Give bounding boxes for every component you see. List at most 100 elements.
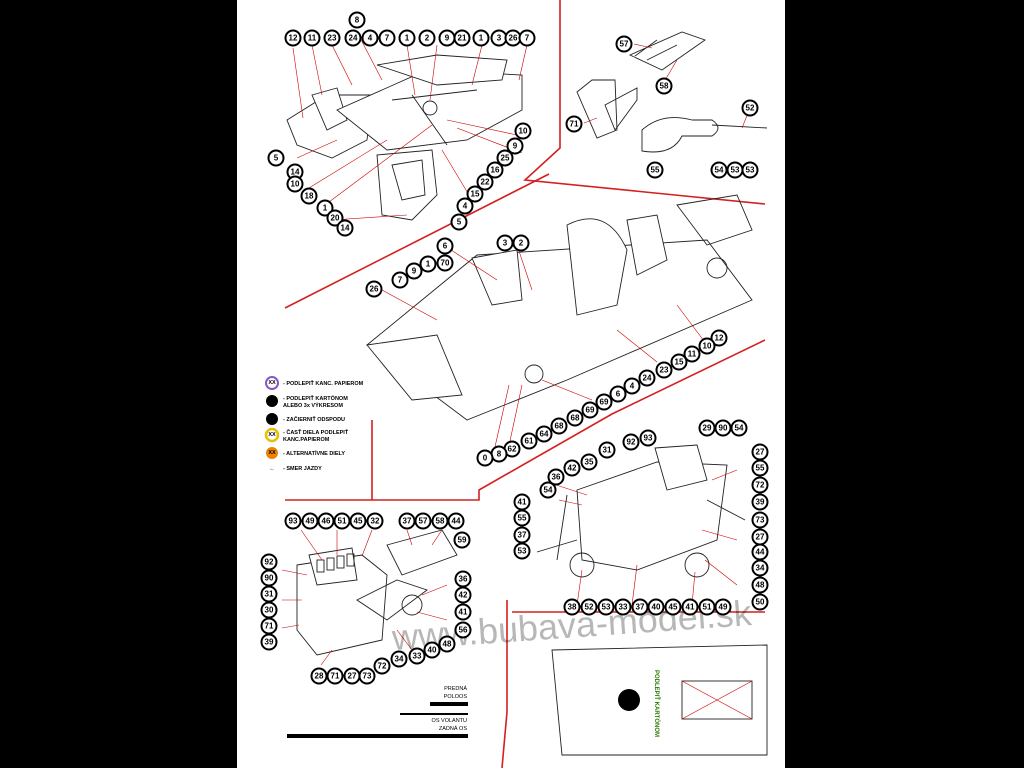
- callout-number: 54: [544, 486, 553, 495]
- callout-number: 57: [419, 517, 428, 526]
- part-callout-middle: 10: [698, 337, 716, 355]
- part-callout-middle: 68: [550, 417, 568, 435]
- divider-top: [523, 0, 766, 205]
- callout-number: 21: [458, 34, 467, 43]
- callout-number: 16: [491, 166, 500, 175]
- legend: XX - PODLEPIŤ KANC. PAPIEROM - PODLEPIŤ …: [264, 376, 364, 472]
- callout-number: 58: [660, 82, 669, 91]
- callout-number: 52: [585, 603, 594, 612]
- ruler-zadna-os: [287, 734, 468, 738]
- part-callout-bottom-right: 39: [751, 493, 769, 511]
- part-callout-bottom-left: 31: [260, 585, 278, 603]
- black-dot: [618, 689, 640, 711]
- callout-number: 1: [479, 34, 484, 43]
- part-callout-top-left: 1: [316, 199, 334, 217]
- part-callout-top-left: 2: [418, 29, 436, 47]
- callout-number: 42: [459, 591, 468, 600]
- part-callout-bottom-right: 55: [513, 509, 531, 527]
- part-callout-bottom-right: 37: [513, 526, 531, 544]
- callout-circle: [615, 35, 633, 53]
- callout-number: 41: [686, 603, 695, 612]
- legend-text: ALEBO 3x VÝKRESOM: [283, 402, 343, 409]
- part-callout-top-left: 5: [450, 213, 468, 231]
- part-callout-bottom-right: 31: [598, 441, 616, 459]
- part-callout-middle: 9: [405, 262, 423, 280]
- panel-label: PODLEPIŤ KARTÓNOM: [653, 670, 661, 737]
- part-callout-middle: 69: [581, 401, 599, 419]
- callout-number: 36: [552, 473, 561, 482]
- part-callout-bottom-left: 42: [454, 586, 472, 604]
- callout-number: 55: [651, 166, 660, 175]
- callout-number: 25: [501, 154, 510, 163]
- cutout-rectangle: [681, 680, 753, 720]
- callout-circle: [423, 641, 441, 659]
- part-callout-middle: 69: [595, 393, 613, 411]
- part-callout-bottom-left: 33: [408, 647, 426, 665]
- front-cowl: [376, 54, 508, 86]
- part-callout-top-left: 12: [284, 29, 302, 47]
- callout-circle: [310, 667, 328, 685]
- callout-number: 69: [586, 406, 595, 415]
- callout-number: 37: [518, 531, 527, 540]
- part-callout-bottom-left: 92: [260, 553, 278, 571]
- part-callout-top-left: 3: [490, 29, 508, 47]
- part-callout-top-left: 10: [514, 122, 532, 140]
- callout-circle: [751, 476, 769, 494]
- part-callout-bottom-right: 93: [639, 429, 657, 447]
- part-callout-bottom-right: 37: [631, 598, 649, 616]
- callout-number: 93: [644, 434, 653, 443]
- legend-row-4: XX - ALTERNATÍVNE DIELY: [266, 447, 345, 459]
- part-callout-top-left: 7: [518, 29, 536, 47]
- driver-seat: [566, 218, 628, 316]
- part-callout-bottom-left: 27: [343, 667, 361, 685]
- legend-row-2: - ZAČIERNIŤ ODSPODU: [266, 413, 345, 425]
- callout-number: 15: [675, 358, 684, 367]
- callout-number: 10: [291, 180, 300, 189]
- callout-circle: [514, 122, 532, 140]
- callout-circle: [639, 429, 657, 447]
- divider-diagonal-top: [284, 173, 550, 309]
- front-hub: [524, 364, 544, 384]
- callout-number: 54: [715, 166, 724, 175]
- part-callout-middle: 6: [436, 237, 454, 255]
- part-callout-middle: 23: [655, 361, 673, 379]
- callout-circle: [398, 29, 416, 47]
- legend-marker-black: [266, 413, 278, 425]
- legend-marker-orange: [266, 447, 278, 459]
- callout-number: 27: [756, 448, 765, 457]
- callout-circle: [284, 512, 302, 530]
- callout-number: 12: [715, 334, 724, 343]
- callout-circle: [453, 29, 471, 47]
- middle-assembly: [366, 194, 753, 461]
- callout-number: 72: [378, 662, 387, 671]
- callout-circle: [343, 667, 361, 685]
- callout-number: 34: [756, 564, 765, 573]
- callout-circle: [609, 385, 627, 403]
- part-callout-bottom-right: 54: [730, 419, 748, 437]
- callout-circle: [751, 459, 769, 477]
- callout-circle: [300, 187, 318, 205]
- part-callout-bottom-right: 54: [539, 481, 557, 499]
- callout-number: 48: [756, 581, 765, 590]
- callout-circle: [260, 633, 278, 651]
- part-callout-top-left: 10: [286, 175, 304, 193]
- part-callout-bottom-left: 72: [373, 657, 391, 675]
- callout-number: 31: [265, 590, 274, 599]
- callout-circle: [595, 393, 613, 411]
- part-callout-middle: 3: [496, 234, 514, 252]
- cardboard-panel: PODLEPIŤ KARTÓNOM: [551, 644, 768, 756]
- callout-number: 41: [518, 498, 527, 507]
- callout-number: 14: [291, 168, 300, 177]
- part-callout-top-left: 9: [438, 29, 456, 47]
- callout-number: 26: [370, 285, 379, 294]
- callout-circle: [597, 598, 615, 616]
- part-callout-bottom-left: 37: [398, 512, 416, 530]
- callout-circle: [436, 254, 454, 272]
- part-callout-bottom-left: 93: [284, 512, 302, 530]
- callout-circle: [565, 115, 583, 133]
- part-callout-bottom-left: 36: [454, 570, 472, 588]
- callout-circle: [622, 433, 640, 451]
- callout-circle: [670, 353, 688, 371]
- callout-circle: [655, 361, 673, 379]
- legend-marker-text: XX: [268, 380, 276, 386]
